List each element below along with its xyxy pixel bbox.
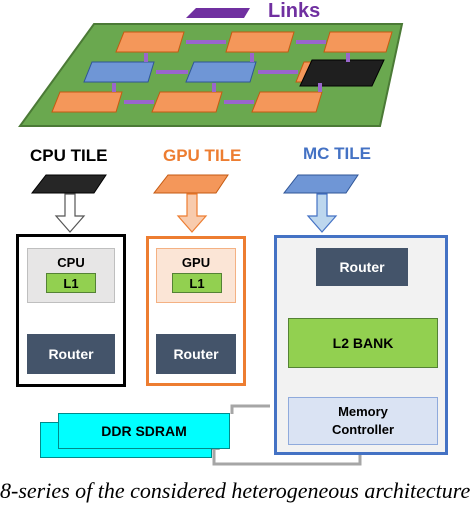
- mc-router-label: Router: [339, 259, 385, 275]
- board-link: [156, 70, 188, 74]
- board-link: [258, 70, 298, 74]
- mc-dram-connector: [212, 446, 362, 466]
- memory-controller-label: Memory Controller: [331, 404, 395, 437]
- gpu-l1-label: L1: [189, 275, 205, 291]
- board-tile-gpu: [251, 91, 323, 113]
- cpu-l1-label: L1: [63, 275, 79, 291]
- mc-l2-bank: L2 BANK: [288, 318, 438, 368]
- board-link: [224, 100, 254, 104]
- cpu-down-arrow: [54, 193, 86, 233]
- mc-tile-icon: [282, 174, 359, 194]
- mc-l2-label: L2 BANK: [332, 335, 394, 351]
- cpu-tile-title: CPU TILE: [30, 146, 108, 165]
- gpu-down-arrow: [176, 193, 208, 233]
- board-link: [186, 40, 226, 44]
- gpu-core-block: [156, 248, 236, 303]
- board-link: [318, 83, 322, 92]
- board-tile-gpu: [323, 31, 393, 53]
- cpu-l1-cache: L1: [46, 273, 96, 293]
- gpu-router: Router: [156, 334, 236, 374]
- board-link: [124, 100, 154, 104]
- figure-caption: 8-series of the considered heterogeneous…: [0, 478, 471, 503]
- gpu-router-label: Router: [173, 346, 219, 362]
- gpu-tile-title: GPU TILE: [163, 146, 242, 165]
- gpu-l1-cache: L1: [172, 273, 222, 293]
- cpu-router: Router: [27, 334, 115, 374]
- board-tile-gpu: [225, 31, 295, 53]
- board-tile-mc: [185, 61, 257, 83]
- mc-down-arrow: [306, 193, 338, 233]
- mc-dram-connector-top: [230, 404, 270, 414]
- gpu-core-label: GPU: [181, 255, 211, 270]
- board-link: [250, 53, 254, 62]
- board-tile-cpu: [299, 59, 385, 87]
- links-legend-label: Links: [268, 0, 321, 22]
- board-link: [144, 53, 148, 62]
- board-link: [112, 83, 116, 92]
- cpu-tile-icon: [30, 174, 107, 194]
- board-link: [296, 40, 326, 44]
- board-tile-gpu: [51, 91, 123, 113]
- board-link: [346, 53, 350, 62]
- cpu-core-label: CPU: [57, 255, 85, 270]
- dram-label: DDR SDRAM: [101, 423, 187, 439]
- mc-router: Router: [316, 248, 408, 286]
- cpu-router-label: Router: [48, 346, 94, 362]
- gpu-tile-icon: [152, 174, 229, 194]
- board-link: [212, 83, 216, 92]
- board-tile-mc: [83, 61, 155, 83]
- board-tile-gpu: [115, 31, 185, 53]
- mc-tile-title: MC TILE: [303, 144, 371, 163]
- links-legend-swatch: [186, 8, 250, 18]
- memory-controller: Memory Controller: [288, 397, 438, 445]
- dram-front-block: DDR SDRAM: [58, 413, 230, 449]
- board-tile-gpu: [151, 91, 223, 113]
